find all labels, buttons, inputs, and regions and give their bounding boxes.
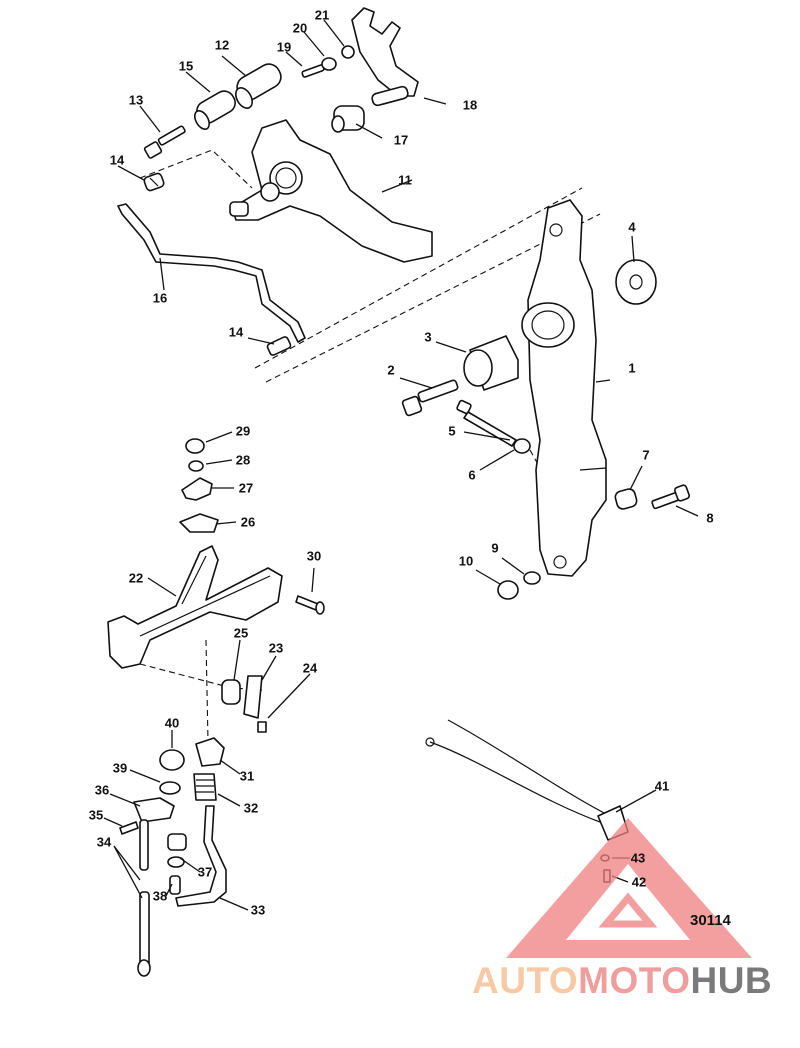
part-26-29-stack bbox=[179, 438, 219, 533]
label-23: 23 bbox=[268, 640, 284, 656]
part-5-screw bbox=[456, 399, 517, 447]
part-11-arm bbox=[231, 119, 433, 263]
label-16: 16 bbox=[152, 290, 168, 306]
label-34: 34 bbox=[96, 834, 112, 850]
label-3: 3 bbox=[424, 329, 432, 345]
part-1-main-arm bbox=[527, 199, 607, 577]
part-3-bushing bbox=[463, 335, 519, 391]
part-15-sleeve bbox=[193, 90, 236, 130]
watermark-moto: MOTO bbox=[578, 960, 691, 1001]
label-22: 22 bbox=[128, 570, 144, 586]
label-12: 12 bbox=[214, 37, 230, 53]
part-19-21-hardware bbox=[301, 45, 355, 78]
part-1-bushing bbox=[521, 302, 575, 348]
part-9-washer bbox=[523, 571, 541, 585]
label-1: 1 bbox=[628, 360, 636, 376]
label-18: 18 bbox=[462, 97, 478, 113]
watermark-hub: HUB bbox=[690, 960, 773, 1001]
label-37: 37 bbox=[197, 864, 213, 880]
label-13: 13 bbox=[128, 92, 144, 108]
label-29: 29 bbox=[235, 423, 251, 439]
label-14-bottom: 14 bbox=[228, 324, 244, 340]
label-24: 24 bbox=[302, 660, 318, 676]
part-14-fittings bbox=[143, 172, 292, 356]
label-27: 27 bbox=[238, 480, 254, 496]
label-36: 36 bbox=[94, 782, 110, 798]
part-22-bracket bbox=[107, 545, 283, 669]
watermark-triangle-icon bbox=[506, 818, 752, 958]
label-21: 21 bbox=[314, 7, 330, 23]
label-32: 32 bbox=[243, 800, 259, 816]
part-7-spacer bbox=[614, 488, 638, 510]
part-13-bolt bbox=[143, 125, 186, 159]
label-31: 31 bbox=[239, 768, 255, 784]
label-28: 28 bbox=[235, 452, 251, 468]
part-10-nut bbox=[497, 580, 519, 600]
part-16-rod bbox=[117, 203, 306, 343]
part-18-lever bbox=[351, 7, 419, 97]
part-37-40-hardware bbox=[159, 749, 187, 895]
label-8: 8 bbox=[706, 510, 714, 526]
label-15: 15 bbox=[178, 58, 194, 74]
label-25: 25 bbox=[233, 625, 249, 641]
label-14-top: 14 bbox=[109, 152, 125, 168]
label-6: 6 bbox=[468, 467, 476, 483]
label-7: 7 bbox=[642, 447, 650, 463]
reference-code: 30114 bbox=[690, 912, 731, 929]
part-2-bolt bbox=[401, 379, 459, 417]
label-41: 41 bbox=[654, 778, 670, 794]
leader-lines bbox=[103, 19, 699, 911]
part-17-bushing bbox=[331, 105, 365, 133]
label-10: 10 bbox=[458, 553, 474, 569]
watermark-auto: AUTO bbox=[472, 960, 579, 1001]
label-39: 39 bbox=[112, 760, 128, 776]
part-32-33-linkage bbox=[175, 773, 227, 907]
label-2: 2 bbox=[387, 362, 395, 378]
label-35: 35 bbox=[88, 807, 104, 823]
part-12-sleeve bbox=[235, 63, 282, 109]
label-33: 33 bbox=[250, 902, 266, 918]
label-38: 38 bbox=[152, 888, 168, 904]
label-26: 26 bbox=[240, 514, 256, 530]
label-11: 11 bbox=[398, 172, 412, 188]
label-40: 40 bbox=[164, 715, 180, 731]
label-5: 5 bbox=[448, 423, 456, 439]
part-6-nut bbox=[513, 438, 531, 454]
watermark-logo: AUTOMOTOHUB bbox=[472, 962, 772, 999]
label-20: 20 bbox=[292, 20, 308, 36]
label-30: 30 bbox=[306, 548, 322, 564]
label-43: 43 bbox=[630, 850, 646, 866]
part-31-block bbox=[195, 737, 225, 767]
label-4: 4 bbox=[628, 219, 636, 235]
part-30-screw bbox=[295, 595, 325, 615]
label-9: 9 bbox=[491, 540, 499, 556]
part-34-36-linkage bbox=[119, 797, 175, 977]
label-19: 19 bbox=[276, 39, 292, 55]
label-42: 42 bbox=[631, 874, 647, 890]
part-23-25-hardware bbox=[221, 675, 267, 733]
part-4-washer bbox=[615, 259, 657, 305]
label-17: 17 bbox=[393, 132, 409, 148]
part-8-bolt bbox=[651, 484, 690, 510]
